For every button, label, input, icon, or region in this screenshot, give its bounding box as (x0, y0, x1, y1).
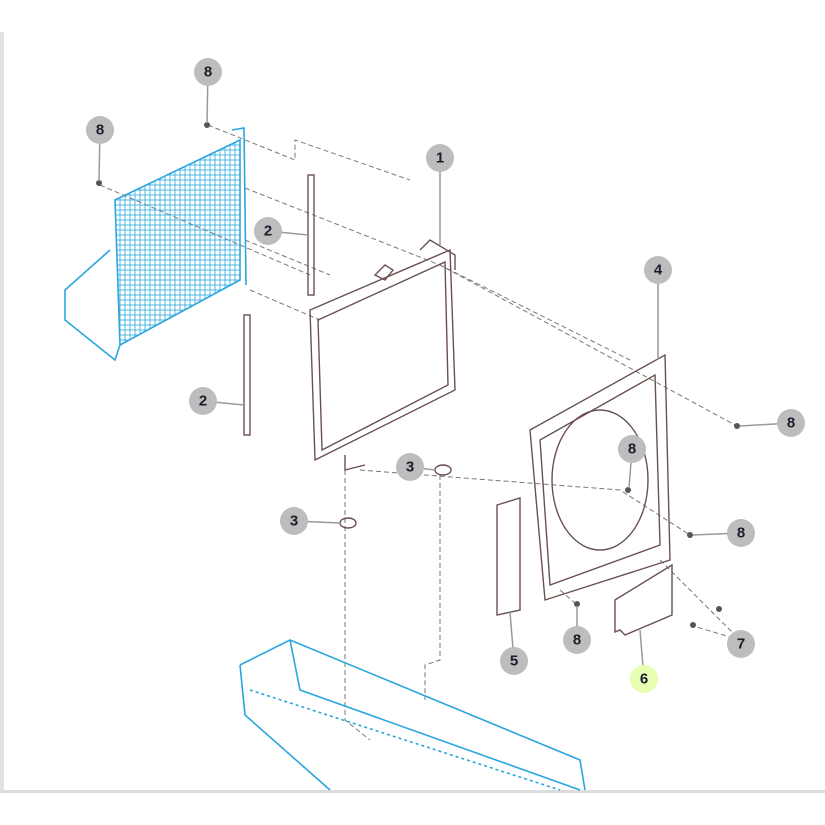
seal-strip-upper (307, 174, 315, 296)
callout-label: 8 (96, 122, 104, 139)
callout-7[interactable]: 7 (727, 630, 755, 658)
callout-label: 1 (436, 150, 444, 167)
cover-plate (614, 563, 673, 636)
mount-bushing-left (339, 517, 357, 529)
radiator (309, 239, 456, 471)
bolts (96, 122, 740, 628)
callout-1[interactable]: 1 (426, 144, 454, 172)
callout-3[interactable]: 3 (280, 507, 308, 535)
callout-8[interactable]: 8 (194, 58, 222, 86)
callout-label: 7 (737, 636, 745, 653)
callout-3[interactable]: 3 (396, 453, 424, 481)
callout-label: 8 (573, 632, 581, 649)
mount-bushing-right (434, 464, 452, 476)
callout-label: 8 (787, 415, 795, 432)
callout-2[interactable]: 2 (189, 387, 217, 415)
callout-label: 6 (640, 671, 648, 688)
grille-guard (64, 127, 247, 362)
callout-5[interactable]: 5 (500, 647, 528, 675)
frame-bottom-border (0, 790, 825, 793)
callout-label: 5 (510, 653, 518, 670)
callout-label: 3 (290, 513, 298, 530)
callout-label: 8 (204, 64, 212, 81)
frame-left-border (0, 32, 4, 792)
shroud-seal (496, 497, 521, 616)
callout-8[interactable]: 8 (618, 435, 646, 463)
callout-label: 4 (654, 262, 663, 279)
callout-4[interactable]: 4 (644, 256, 672, 284)
callout-8[interactable]: 8 (727, 519, 755, 547)
seal-strip-lower (243, 314, 251, 436)
callout-2[interactable]: 2 (254, 217, 282, 245)
callout-8[interactable]: 8 (777, 409, 805, 437)
callout-8[interactable]: 8 (86, 116, 114, 144)
callout-8[interactable]: 8 (563, 626, 591, 654)
callout-label: 8 (737, 525, 745, 542)
callout-label: 3 (406, 459, 414, 476)
callout-label: 2 (199, 393, 207, 410)
fan-shroud (529, 353, 671, 601)
callout-label: 8 (628, 441, 636, 458)
chassis-frame (239, 639, 586, 791)
callout-6-highlighted[interactable]: 6 (630, 665, 658, 693)
callout-label: 2 (264, 223, 272, 240)
